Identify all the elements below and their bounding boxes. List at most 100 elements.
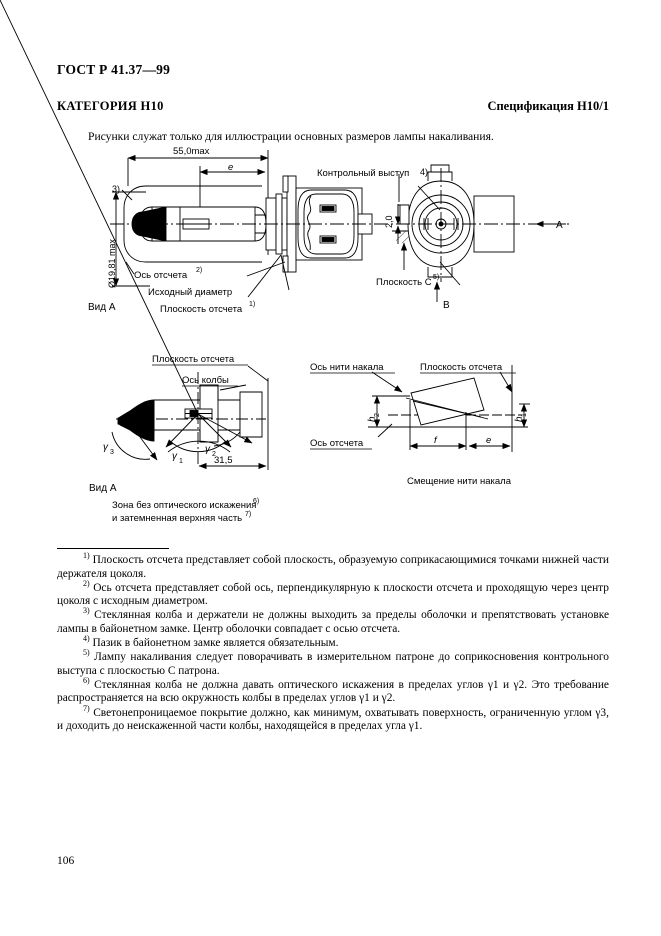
va-view-a-label: Вид А — [89, 483, 117, 494]
va-angle-gamma1 — [167, 440, 231, 453]
note-4-label: 4) — [420, 167, 428, 177]
arrow-a-label: A — [556, 220, 563, 231]
footnote-3: 3) Стеклянная колба и держатели не должн… — [57, 606, 609, 636]
view-a-label-main: Вид А — [88, 302, 116, 313]
label-reference-axis: Ось отсчета — [134, 270, 188, 281]
specification-title: Спецификация H10/1 — [487, 99, 609, 113]
va-bulb-axis — [116, 372, 266, 466]
fo-filament-rect — [410, 377, 485, 426]
va-angle-1-sub: 1 — [179, 458, 183, 465]
label-reference-plane-main-sup: 1) — [249, 301, 255, 308]
footnote-5-marker: 5) — [83, 648, 90, 658]
footnote-2: 2) Ось отсчета представляет собой ось, п… — [57, 578, 609, 609]
footnote-1: 1) Плоскость отсчета представляет собой … — [57, 551, 609, 581]
va-leader-bulb-axis — [219, 384, 247, 391]
label-original-diameter: Исходный диаметр — [148, 287, 232, 298]
standard-code: ГОСТ Р 41.37—99 — [57, 62, 171, 77]
va-caption-line2: и затемненная верхняя часть — [112, 513, 242, 524]
footnote-5-text: Лампу накаливания следует поворачивать в… — [57, 651, 609, 677]
footnote-4-marker: 4) — [83, 634, 90, 644]
fo-label-reference-plane: Плоскость отсчета — [420, 362, 503, 373]
va-angle-2-label: γ — [205, 444, 211, 455]
category-title: КАТЕГОРИЯ H10 — [57, 99, 164, 113]
leader-reference-plane-main — [247, 254, 290, 298]
footnote-7-marker: 7) — [83, 703, 90, 713]
va-angle-gamma3-arc — [111, 431, 151, 460]
va-angle-3-label: γ — [103, 442, 109, 453]
dimension-diameter — [112, 191, 150, 287]
va-angle-3-sub: 3 — [110, 449, 114, 456]
fo-dimension-f — [409, 400, 467, 450]
arrow-b-label: B — [443, 300, 450, 311]
label-reference-plane-main: Плоскость отсчета — [160, 304, 243, 315]
dimension-2-0 — [392, 204, 412, 244]
fo-dim-e-label: e — [486, 435, 491, 446]
connector-shell — [295, 187, 373, 261]
dim-length-label: 55,0max — [173, 146, 210, 157]
fo-dim-f-label: f — [434, 435, 438, 446]
leader-axis-main — [125, 261, 135, 275]
footnote-2-text: Ось отсчета представляет собой ось, перп… — [57, 581, 609, 608]
bulb-neck — [255, 214, 273, 234]
fo-dim-h1-sub: 1 — [521, 413, 528, 417]
bulb-black-tip — [131, 206, 167, 242]
footnote-3-text: Стеклянная колба и держатели не должны в… — [57, 609, 609, 635]
base-flange — [282, 175, 297, 273]
footnote-7-text: Светонепроницаемое покрытие должно, как … — [57, 706, 609, 733]
fo-filament-centerline — [405, 397, 489, 420]
fo-label-filament-axis: Ось нити накала — [310, 362, 384, 373]
fo-dim-h1-label: h — [514, 416, 525, 422]
footnote-5: 5) Лампу накаливания следует поворачиват… — [57, 648, 609, 678]
dim-2-0-label: 2,0 — [384, 215, 394, 228]
dimension-length-55 — [127, 150, 269, 255]
footnote-3-marker: 3) — [83, 606, 90, 616]
fo-leader-filament-axis — [371, 371, 403, 393]
axis-line-right — [396, 168, 570, 282]
dim-diameter-label: Ø19,81 max — [107, 238, 117, 288]
va-angle-1-label: γ — [172, 451, 178, 462]
footnote-4-text: Пазик в байонетном замке является обязат… — [92, 637, 339, 650]
note-3-label: 3) — [112, 184, 120, 194]
leader-original-diameter — [246, 261, 286, 277]
va-caption-line1: Зона без оптического искажения — [112, 500, 256, 511]
va-rays — [125, 413, 253, 461]
fo-leader-reference-axis — [377, 423, 393, 438]
footnotes-section: 1) Плоскость отсчета представляет собой … — [57, 548, 609, 734]
dimension-e — [199, 166, 266, 232]
fo-label-reference-axis: Ось отсчета — [310, 438, 364, 449]
label-reference-axis-sup: 2) — [196, 267, 202, 274]
base-front-view — [397, 164, 515, 286]
footnote-1-text: Плоскость отсчета представляет собой пло… — [57, 554, 609, 580]
page-number: 106 — [57, 855, 75, 867]
va-dim-31-5-label: 31,5 — [214, 455, 233, 466]
fo-dim-h2-label: h — [367, 416, 378, 422]
fo-dim-h2-sub: 2 — [374, 413, 381, 417]
va-leader-reference-plane — [247, 365, 269, 382]
footnote-6-marker: 6) — [83, 676, 90, 686]
footnote-rule — [57, 548, 169, 549]
plane-c-hatching — [396, 230, 446, 243]
footnote-2-marker: 2) — [83, 578, 90, 588]
va-label-bulb-axis: Ось колбы — [182, 375, 229, 386]
leader-note-3 — [121, 189, 133, 201]
footnote-4: 4) Пазик в байонетном замке является обя… — [57, 634, 609, 651]
label-plane-c: Плоскость C — [376, 277, 432, 288]
fo-dimension-h2 — [372, 395, 410, 428]
fo-leader-reference-plane — [499, 371, 513, 393]
fo-dimension-h1 — [519, 403, 530, 428]
va-bulb — [117, 384, 263, 443]
label-control-tab: Контрольный выступ — [317, 168, 409, 179]
bulb-shoulder — [166, 206, 181, 242]
va-label-reference-plane: Плоскость отсчета — [152, 354, 235, 365]
va-angle-2-sub: 2 — [212, 451, 216, 458]
footnote-7: 7) Светонепроницаемое покрытие должно, к… — [57, 703, 609, 734]
bulb-envelope — [123, 185, 262, 263]
filament — [182, 218, 210, 230]
va-angle-gamma2-arc — [213, 431, 241, 447]
fo-caption: Смещение нити накала — [407, 476, 512, 487]
intro-text: Рисунки служат только для иллюстрации ос… — [88, 130, 494, 143]
dim-e-label: e — [228, 162, 233, 173]
base-collar — [265, 193, 288, 255]
footnote-1-marker: 1) — [83, 551, 90, 561]
